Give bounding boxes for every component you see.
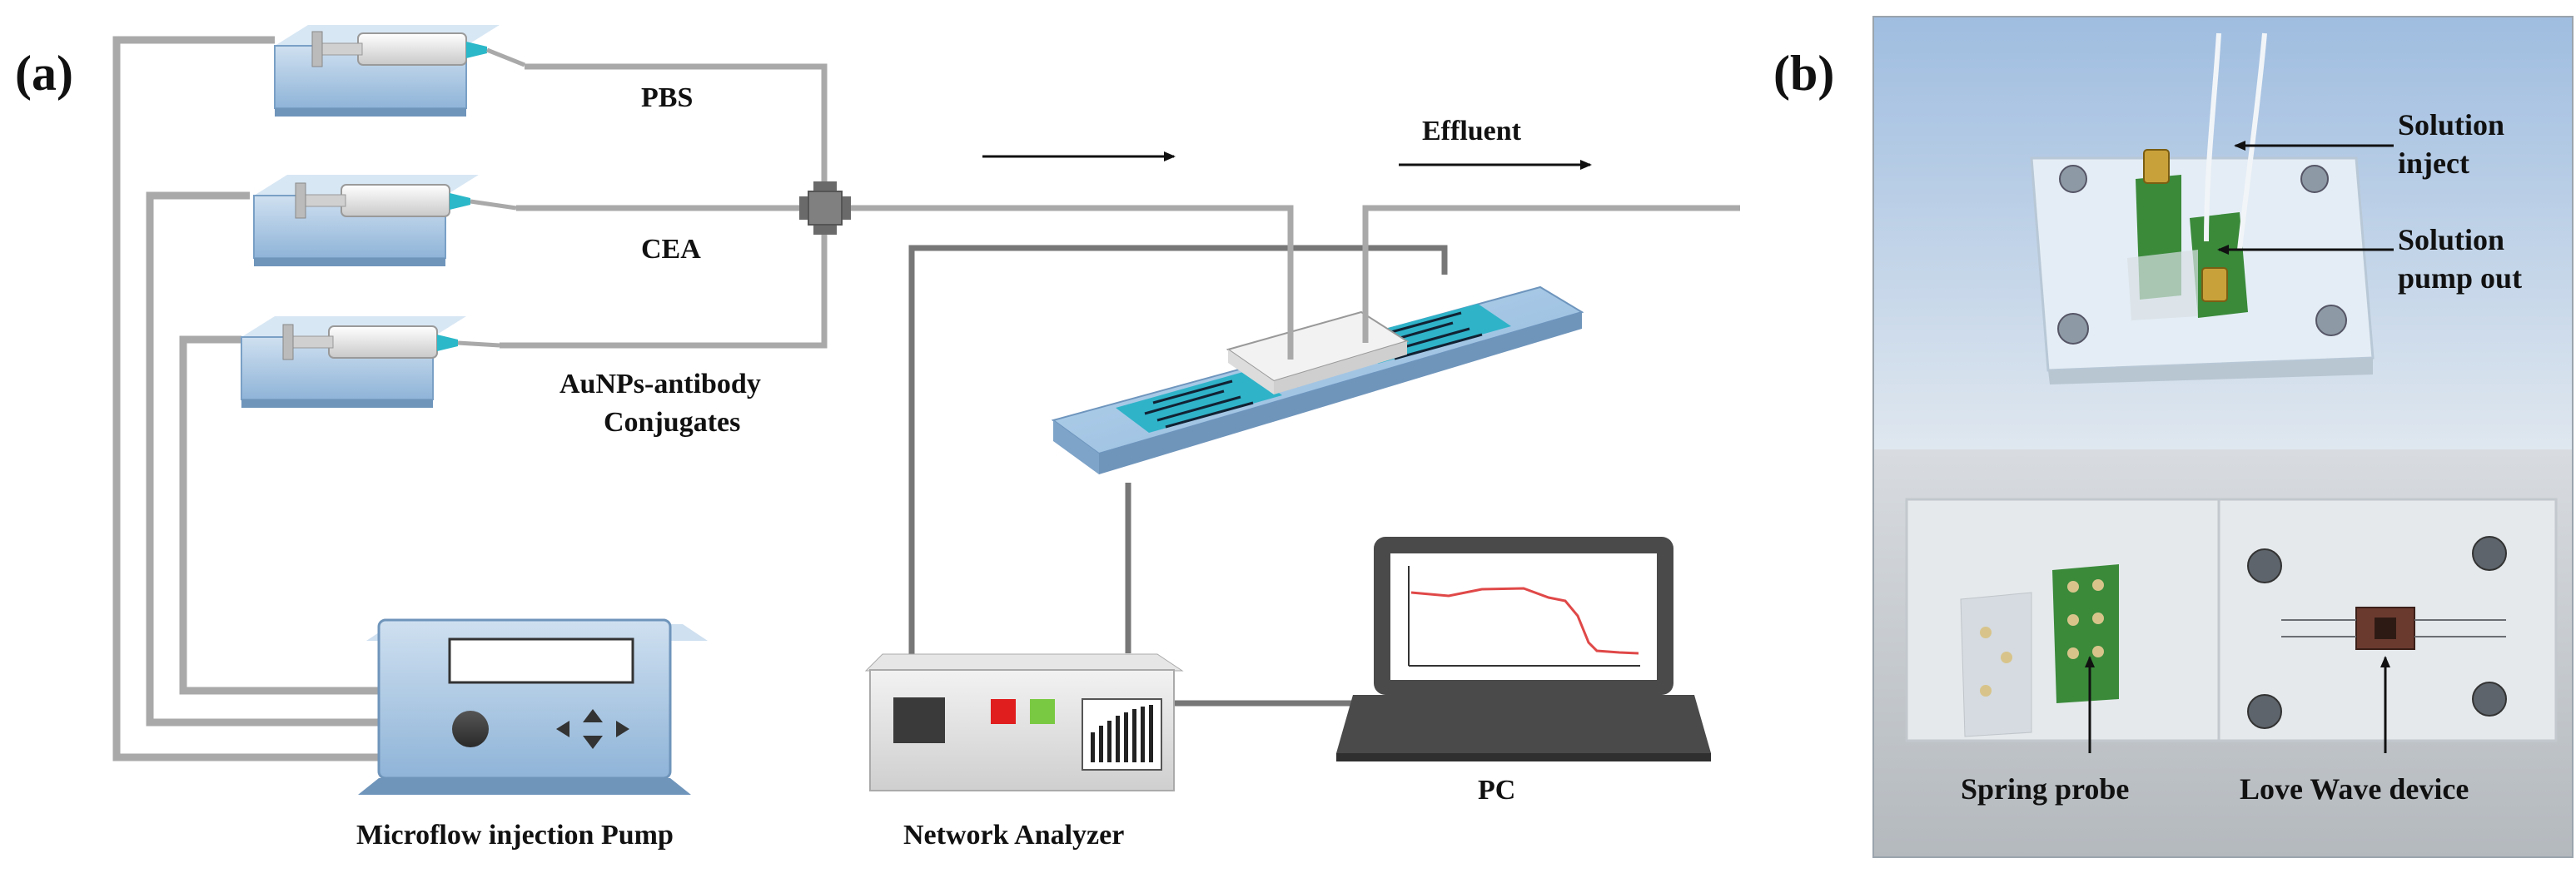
pump-direction-keys <box>556 709 629 749</box>
microflow-injection-pump <box>358 618 708 795</box>
analyzer-bars <box>1091 705 1153 762</box>
photo-bottom <box>1873 449 2573 857</box>
label-solution-pumpout-1: Solution <box>2398 223 2504 256</box>
label-effluent: Effluent <box>1422 116 1522 146</box>
label-aunps-line1: AuNPs-antibody <box>559 369 761 399</box>
pump-tubing <box>112 36 379 761</box>
sensor-chip <box>1051 208 1584 474</box>
label-love-wave: Love Wave device <box>2240 772 2469 806</box>
label-analyzer: Network Analyzer <box>903 820 1124 851</box>
panel-a-tag: (a) <box>15 46 73 101</box>
panel-b-tag: (b) <box>1773 46 1834 101</box>
label-solution-inject-2: inject <box>2398 146 2469 180</box>
label-solution-pumpout-2: pump out <box>2398 261 2522 295</box>
cross-connector <box>799 181 851 235</box>
label-spring-probe: Spring probe <box>1961 772 2129 806</box>
network-analyzer <box>864 653 1184 791</box>
analyzer-cables <box>908 245 1448 707</box>
label-solution-inject-1: Solution <box>2398 108 2504 141</box>
syringe-pump-aunps <box>241 316 500 408</box>
syringe-pump-pbs <box>274 25 525 117</box>
idt-electrode-left <box>1116 370 1282 433</box>
photo-frame <box>1872 16 2574 858</box>
label-pc: PC <box>1478 775 1515 806</box>
syringe-pump-cea <box>253 175 517 266</box>
label-aunps-line2: Conjugates <box>604 407 740 438</box>
flow-cell <box>1226 310 1410 394</box>
label-pbs: PBS <box>641 82 693 113</box>
photo-top <box>1873 17 2573 449</box>
pc-laptop <box>1336 537 1711 761</box>
label-pump: Microflow injection Pump <box>356 820 674 851</box>
pc-signal-plot <box>1408 566 1640 667</box>
label-cea: CEA <box>641 234 701 265</box>
